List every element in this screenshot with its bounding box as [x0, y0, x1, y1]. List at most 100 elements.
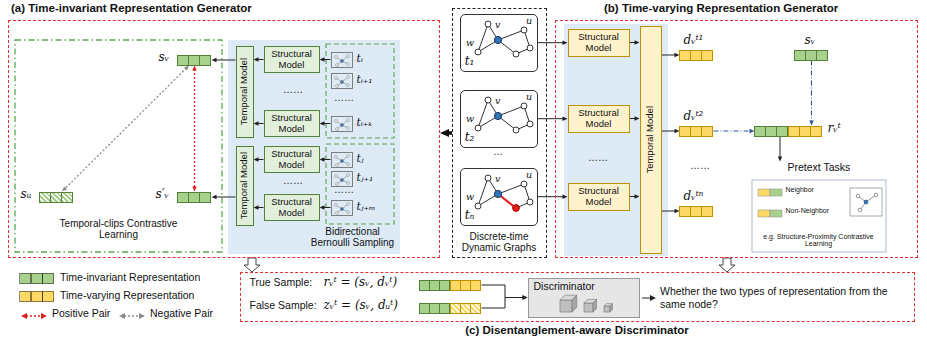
arrowhead [254, 57, 259, 62]
node-label: Structural Model [265, 49, 319, 70]
swatch-cell [42, 273, 54, 284]
connector [809, 61, 814, 126]
arrowhead [254, 121, 259, 126]
contrast-region: Temporal-clips Contrastive Learningsᵥsᵤs… [15, 40, 222, 252]
arrowhead [320, 157, 325, 162]
node-label: tₙ [465, 209, 475, 222]
annotation: Whether the two types of representation … [660, 285, 910, 310]
arrowhead [212, 195, 217, 200]
connector [662, 53, 680, 58]
connector [320, 157, 331, 162]
vector-cell [690, 206, 702, 217]
structural-model-box: Structural Model [264, 110, 320, 137]
node-label: tᵢ₊ₖ [357, 117, 373, 129]
annotation: w [466, 192, 474, 203]
vector-cell [788, 126, 800, 137]
node-label: Discriminator [534, 281, 595, 293]
annotation: v [495, 174, 500, 185]
vector-cell [188, 55, 200, 66]
vector-cell [754, 126, 766, 137]
connector [244, 258, 260, 272]
connector-line [811, 61, 812, 123]
connector-line [714, 130, 752, 131]
vector-cell [470, 303, 481, 314]
legend-label: Time-varying Representation [60, 290, 194, 302]
annotation: …… [690, 160, 710, 171]
vector-cell [690, 50, 702, 61]
connector-line [662, 131, 677, 132]
connector [538, 194, 568, 199]
graph-thumbnail: tⱼ₊ₘ [331, 200, 353, 216]
node-label: Structural Model [265, 113, 319, 134]
vector-cell [50, 192, 62, 203]
arrowhead [320, 57, 325, 62]
connector [62, 66, 189, 192]
connector [320, 121, 331, 126]
node-label: dᵥᵗ¹ [684, 34, 704, 47]
connector [778, 137, 783, 162]
hollow-arrow [244, 258, 260, 272]
connector [192, 66, 197, 192]
connector [254, 157, 264, 162]
annotation: …… [334, 92, 354, 103]
annotation: …… [334, 184, 354, 195]
connector [662, 129, 680, 134]
connector [630, 116, 640, 121]
graph-thumbnail: tᵢ₊ₖ [331, 116, 353, 132]
legend-label: Time-invariant Representation [60, 272, 200, 284]
arrowhead [184, 66, 189, 71]
vector-cell [701, 126, 713, 137]
node-label: (a) Time-invariant Representation Genera… [11, 2, 252, 15]
node-label: tᵢ [357, 53, 363, 65]
vector-cell [816, 50, 828, 61]
connector-line [538, 196, 564, 197]
connector [254, 121, 264, 126]
vector-cell [679, 126, 691, 137]
vector-cell [765, 126, 777, 137]
legend-label: Negative Pair [150, 308, 213, 320]
connector-line [538, 42, 564, 43]
node-label: sᵥ [159, 51, 170, 64]
node-label: Discrete-time Dynamic Graphs [453, 231, 545, 253]
node-label: Structural Model [265, 149, 319, 170]
arrowhead [192, 66, 197, 71]
node-label: dᵥᵗ² [684, 110, 704, 123]
annotation: w [466, 38, 474, 49]
node-label: tⱼ₊₁ [357, 172, 374, 184]
vector-cell [679, 50, 691, 61]
connector [254, 57, 264, 62]
structural-model-box: Structural Model [568, 29, 630, 57]
sampling-band: Bidirectional Bernoulli Sampling Temporal… [228, 40, 400, 254]
node-label: True Sample: [250, 277, 313, 289]
node-label: t₁ [465, 55, 475, 68]
vector-cell [701, 206, 713, 217]
node-label: s′ᵥ [156, 188, 169, 201]
vector-cell [199, 192, 211, 203]
swatch-cell [19, 273, 31, 284]
connector [630, 40, 640, 45]
vector-cell [799, 126, 811, 137]
swatch-cell [42, 291, 54, 302]
graph-thumbnail: tⱼ [331, 152, 353, 168]
node-label: Bidirectional Bernoulli Sampling [308, 226, 398, 248]
vector-cell [679, 206, 691, 217]
embedding-vector: s′ᵥ [178, 192, 212, 203]
connector [254, 205, 264, 210]
connector [212, 195, 236, 200]
embedding-vector: dᵥᵗⁿ [680, 206, 714, 217]
annotation: w [466, 114, 474, 125]
structural-model-box: Structural Model [264, 194, 320, 221]
node-label: (b) Time-varying Representation Generato… [604, 2, 838, 15]
embedding-vector: sᵤ [40, 192, 74, 203]
vector-cell [177, 55, 189, 66]
node-label: Neighbor [786, 186, 814, 194]
connector [714, 129, 755, 134]
node-label: tⱼ [357, 153, 364, 165]
annotation: v [495, 96, 500, 107]
connector-line [780, 137, 781, 159]
annotation: … [493, 146, 503, 157]
vector-cell [177, 192, 189, 203]
node-label: Temporal Model [239, 152, 250, 220]
connector [320, 205, 331, 210]
module-frame: (a) Time-invariant Representation Genera… [8, 20, 440, 258]
